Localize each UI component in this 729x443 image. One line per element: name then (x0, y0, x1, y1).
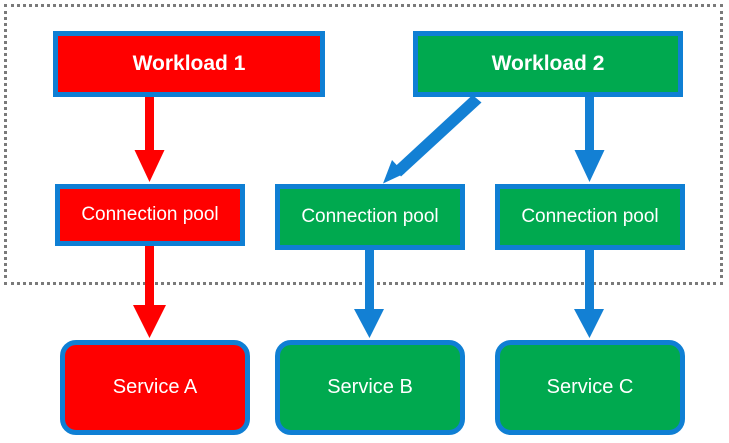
edge-pool3-to-serviceC (574, 249, 604, 338)
node-connection-pool-3-label: Connection pool (521, 205, 659, 227)
node-service-a-label: Service A (112, 375, 198, 398)
node-connection-pool-1[interactable]: Connection pool (55, 184, 245, 246)
node-connection-pool-1-label: Connection pool (81, 203, 219, 225)
node-connection-pool-3[interactable]: Connection pool (495, 184, 685, 250)
node-service-c-label: Service C (546, 375, 634, 398)
edge-workload2-to-pool3 (574, 96, 605, 182)
node-service-b-label: Service B (327, 375, 413, 398)
node-service-a[interactable]: Service A (60, 340, 250, 435)
node-workload-2[interactable]: Workload 2 (413, 31, 683, 97)
node-service-c[interactable]: Service C (495, 340, 685, 435)
node-service-b[interactable]: Service B (275, 340, 465, 435)
node-workload-2-label: Workload 2 (491, 51, 605, 75)
node-connection-pool-2[interactable]: Connection pool (275, 184, 465, 250)
edge-pool1-to-serviceA (133, 245, 166, 338)
node-workload-1[interactable]: Workload 1 (53, 31, 325, 97)
node-workload-1-label: Workload 1 (132, 51, 246, 75)
edge-workload2-to-pool2 (383, 95, 482, 184)
edge-workload1-to-pool1 (134, 96, 165, 182)
edge-pool2-to-serviceB (354, 249, 384, 338)
node-connection-pool-2-label: Connection pool (301, 205, 439, 227)
